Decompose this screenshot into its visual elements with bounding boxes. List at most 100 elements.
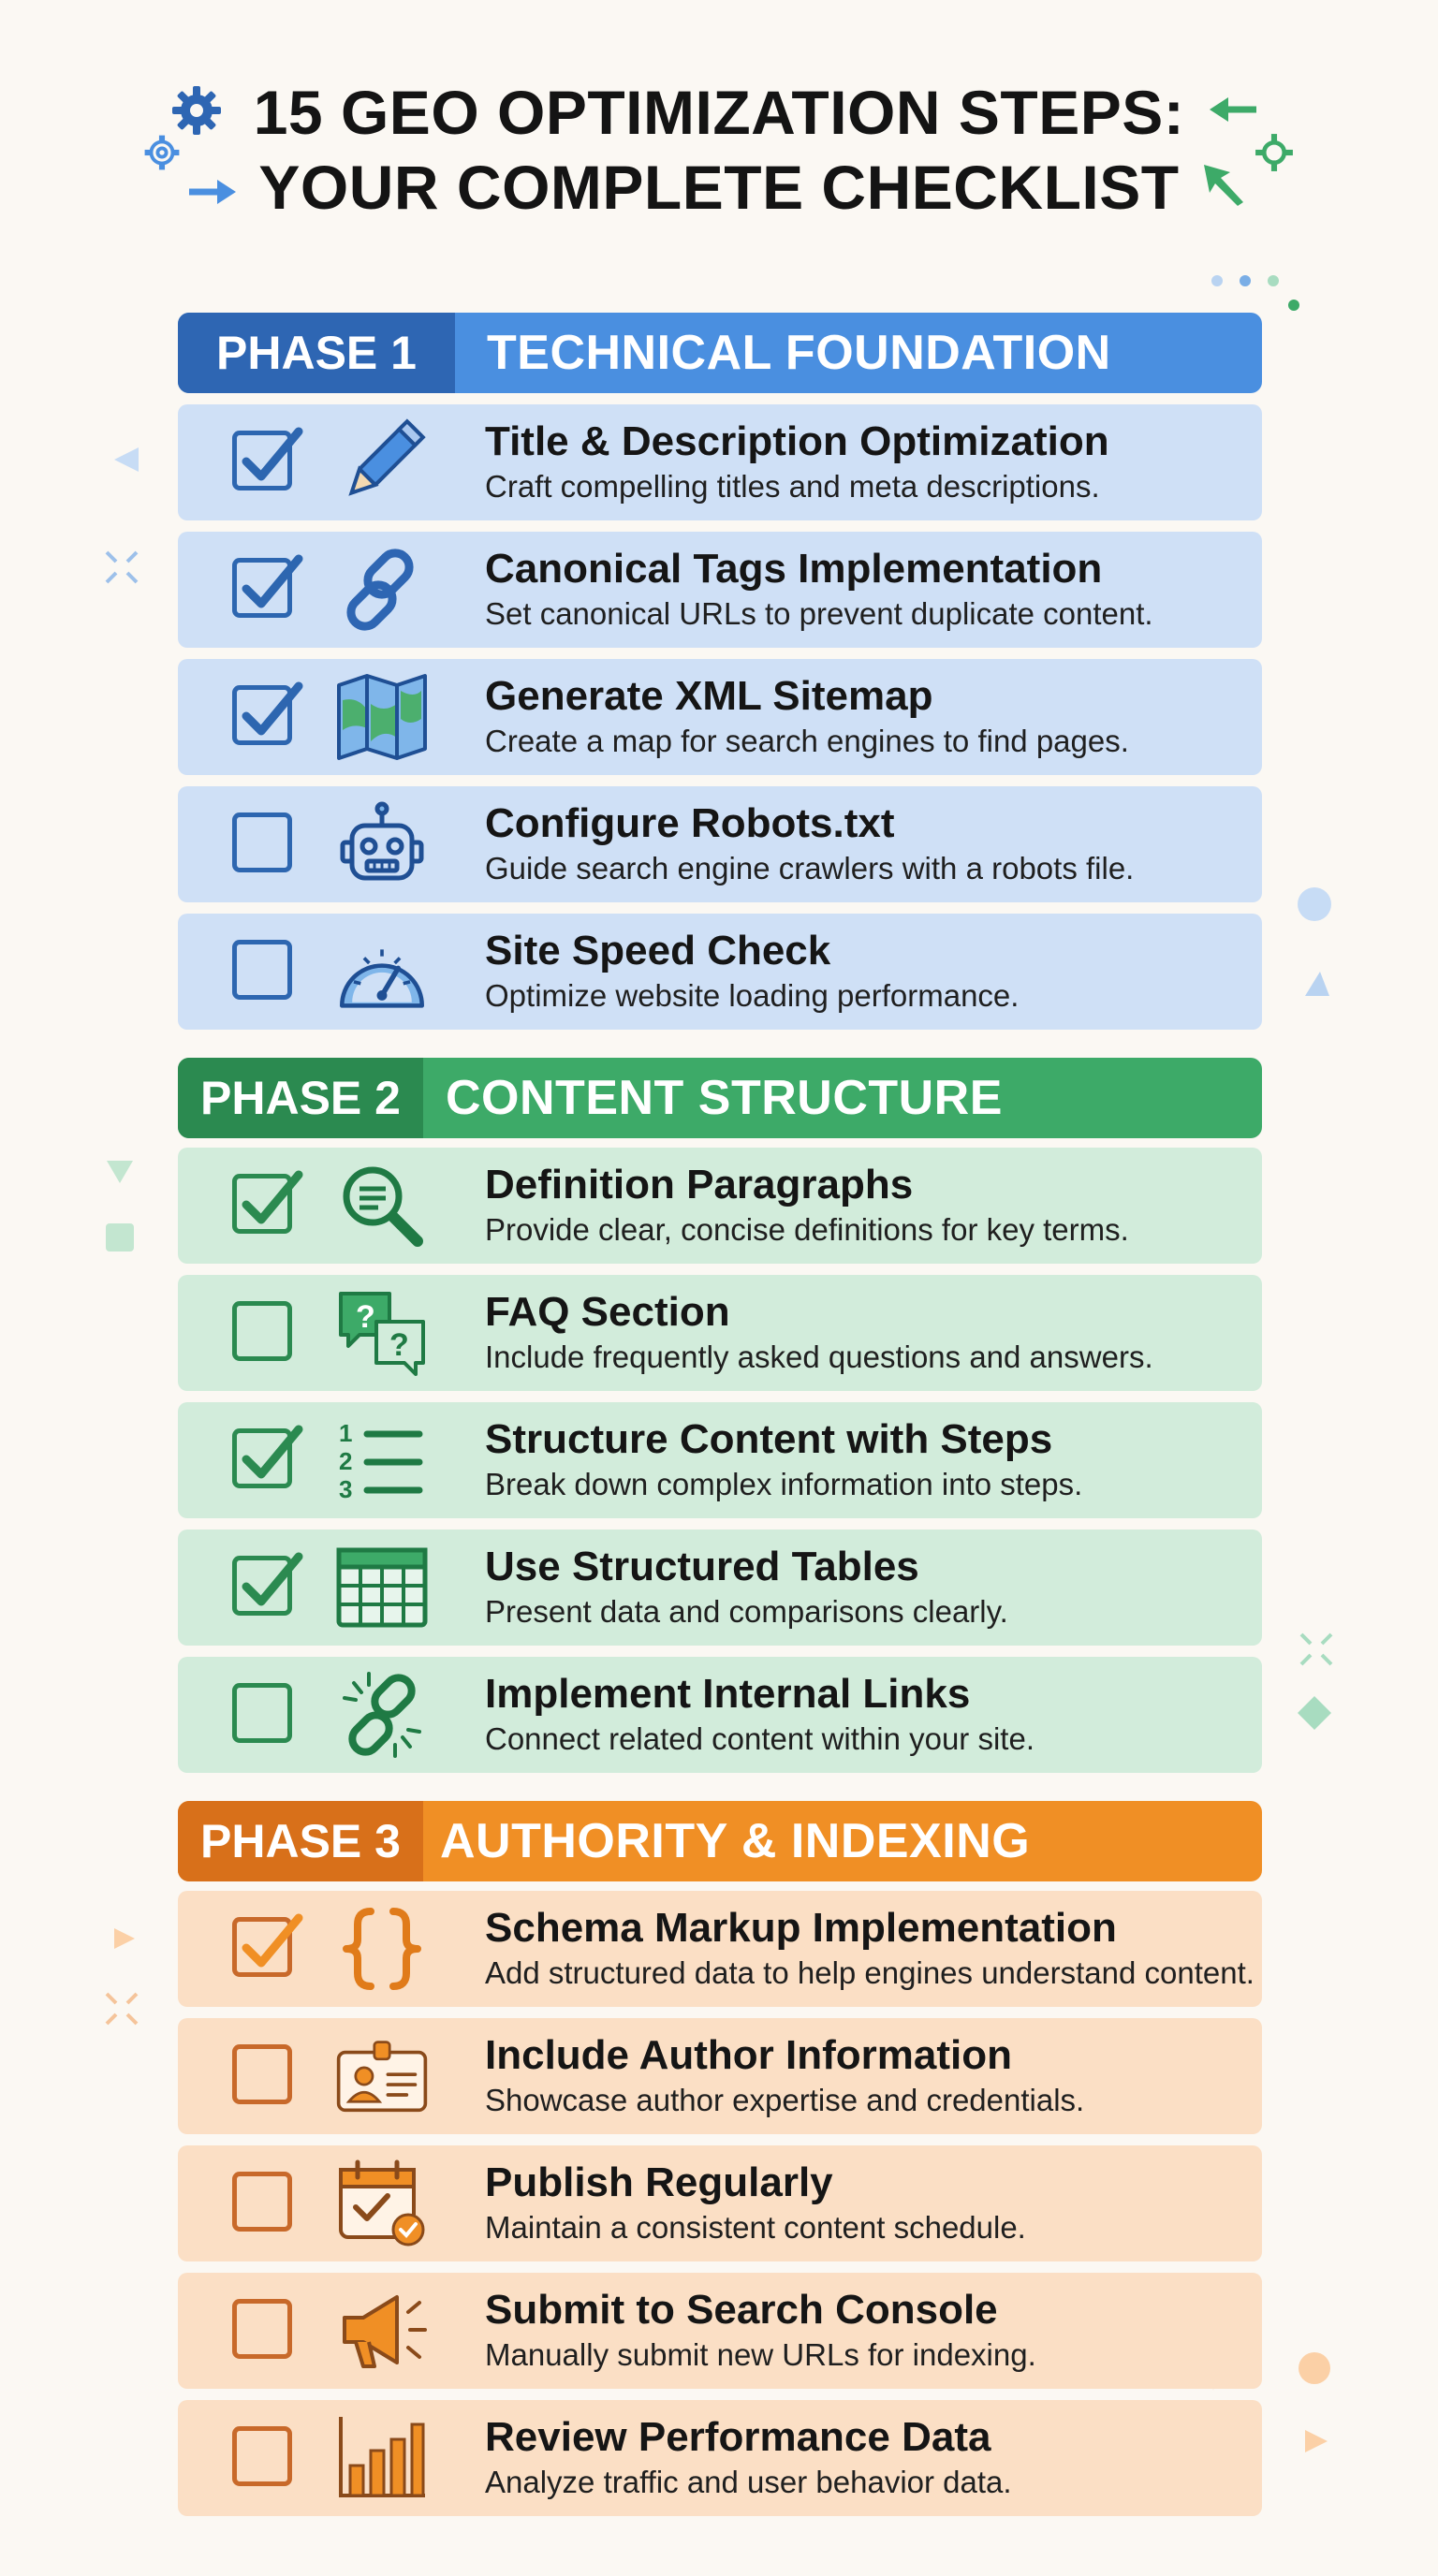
phase-2-title: CONTENT STRUCTURE [446, 1071, 1003, 1125]
item-title: Configure Robots.txt [485, 800, 895, 846]
phase-3-header: PHASE 3 AUTHORITY & INDEXING [178, 1801, 1262, 1881]
item-title: Implement Internal Links [485, 1671, 971, 1717]
faq-bubbles-icon: ? ? [339, 1292, 425, 1376]
item-description: Analyze traffic and user behavior data. [485, 2465, 1012, 2499]
triangle-decoration [1305, 2430, 1328, 2452]
item-description: Manually submit new URLs for indexing. [485, 2337, 1036, 2372]
phase-3-title: AUTHORITY & INDEXING [440, 1814, 1031, 1868]
checklist-item[interactable]: Configure Robots.txt Guide search engine… [178, 786, 1262, 902]
checkbox[interactable] [232, 812, 292, 872]
phase-2-label: PHASE 2 [178, 1058, 423, 1138]
dots-decoration [1211, 275, 1299, 311]
checkbox[interactable] [232, 2172, 292, 2232]
svg-text:2: 2 [339, 1447, 352, 1475]
sparkle-decoration [105, 550, 139, 584]
item-description: Set canonical URLs to prevent duplicate … [485, 596, 1153, 631]
gear-icon [1255, 134, 1293, 171]
item-description: Include frequently asked questions and a… [485, 1339, 1153, 1374]
item-description: Optimize website loading performance. [485, 978, 1020, 1013]
sparkle-decoration [105, 1992, 139, 2026]
item-description: Maintain a consistent content schedule. [485, 2210, 1026, 2245]
checklist-item[interactable]: Schema Markup Implementation Add structu… [178, 1891, 1262, 2007]
checkmark-icon [242, 1170, 303, 1224]
item-title: Title & Description Optimization [485, 418, 1109, 464]
item-description: Break down complex information into step… [485, 1467, 1083, 1501]
checkbox[interactable] [232, 1913, 303, 1977]
phase-2-header: PHASE 2 CONTENT STRUCTURE [178, 1058, 1262, 1138]
checklist-item[interactable]: Canonical Tags Implementation Set canoni… [178, 532, 1262, 648]
svg-text:?: ? [389, 1327, 409, 1363]
arrow-right-icon [189, 180, 236, 204]
checkbox[interactable] [232, 2299, 292, 2359]
checkmark-icon [242, 1552, 303, 1606]
checkbox[interactable] [232, 2044, 292, 2104]
checkbox[interactable] [232, 1683, 292, 1743]
phase-3-label: PHASE 3 [178, 1801, 423, 1881]
checklist-item[interactable]: Review Performance Data Analyze traffic … [178, 2400, 1262, 2516]
checkbox[interactable] [232, 1170, 303, 1234]
title-line-2: YOUR COMPLETE CHECKLIST [258, 153, 1180, 222]
checklist-item[interactable]: Implement Internal Links Connect related… [178, 1657, 1262, 1773]
checklist-item[interactable]: ? ? FAQ Section Include frequently asked… [178, 1275, 1262, 1391]
item-title: Use Structured Tables [485, 1544, 919, 1589]
item-description: Present data and comparisons clearly. [485, 1594, 1008, 1629]
numbered-list-icon: 123 [339, 1419, 423, 1503]
checkbox[interactable] [232, 1301, 292, 1361]
svg-text:1: 1 [339, 1419, 352, 1447]
item-title: Generate XML Sitemap [485, 673, 933, 719]
item-title: Structure Content with Steps [485, 1416, 1053, 1462]
item-title: Include Author Information [485, 2032, 1012, 2078]
square-decoration [106, 1223, 134, 1251]
arrow-left-icon [1210, 97, 1256, 122]
item-title: Site Speed Check [485, 928, 831, 973]
map-icon [337, 674, 427, 760]
checklist-item[interactable]: Include Author Information Showcase auth… [178, 2018, 1262, 2134]
checklist-item[interactable]: Site Speed Check Optimize website loadin… [178, 914, 1262, 1030]
gear-icon [144, 135, 180, 170]
link-icon [346, 549, 414, 631]
item-description: Guide search engine crawlers with a robo… [485, 851, 1135, 886]
title-line-1: 15 GEO OPTIMIZATION STEPS: [253, 78, 1185, 147]
checkmark-icon [242, 554, 303, 608]
item-title: FAQ Section [485, 1289, 730, 1335]
checkmark-icon [242, 1913, 303, 1968]
phase-1-header: PHASE 1 TECHNICAL FOUNDATION [178, 313, 1262, 393]
robot-icon [340, 801, 424, 881]
pencil-icon [348, 418, 426, 496]
checklist-item[interactable]: Use Structured Tables Present data and c… [178, 1530, 1262, 1646]
item-title: Publish Regularly [485, 2159, 833, 2205]
item-title: Review Performance Data [485, 2414, 991, 2460]
checkbox[interactable] [232, 681, 303, 745]
sparkle-decoration [1299, 1632, 1333, 1666]
item-description: Craft compelling titles and meta descrip… [485, 469, 1100, 504]
checklist-item[interactable]: Title & Description Optimization Craft c… [178, 404, 1262, 520]
checkbox[interactable] [232, 2426, 292, 2486]
phase-1-title: TECHNICAL FOUNDATION [487, 326, 1111, 380]
item-description: Connect related content within your site… [485, 1721, 1034, 1756]
svg-text:3: 3 [339, 1475, 352, 1503]
broken-link-icon [343, 1672, 421, 1758]
checkbox[interactable] [232, 940, 292, 1000]
checkmark-icon [242, 681, 303, 736]
diamond-decoration [1298, 1696, 1331, 1730]
checkbox[interactable] [232, 427, 303, 490]
triangle-decoration [114, 1928, 135, 1949]
checklist-item[interactable]: Generate XML Sitemap Create a map for se… [178, 659, 1262, 775]
magnifier-icon [343, 1166, 423, 1247]
checkmark-icon [242, 1425, 303, 1479]
checklist-item[interactable]: Definition Paragraphs Provide clear, con… [178, 1148, 1262, 1264]
triangle-decoration [107, 1161, 133, 1183]
circle-decoration [1298, 887, 1331, 921]
checklist-item[interactable]: Submit to Search Console Manually submit… [178, 2273, 1262, 2389]
checkbox[interactable] [232, 554, 303, 618]
checkbox[interactable] [232, 1425, 303, 1488]
triangle-decoration [1305, 972, 1329, 996]
checkbox[interactable] [232, 1552, 303, 1616]
checklist-item[interactable]: Publish Regularly Maintain a consistent … [178, 2145, 1262, 2261]
table-icon [336, 1547, 428, 1628]
circle-decoration [1299, 2352, 1330, 2384]
item-title: Definition Paragraphs [485, 1162, 914, 1208]
item-title: Canonical Tags Implementation [485, 546, 1103, 592]
